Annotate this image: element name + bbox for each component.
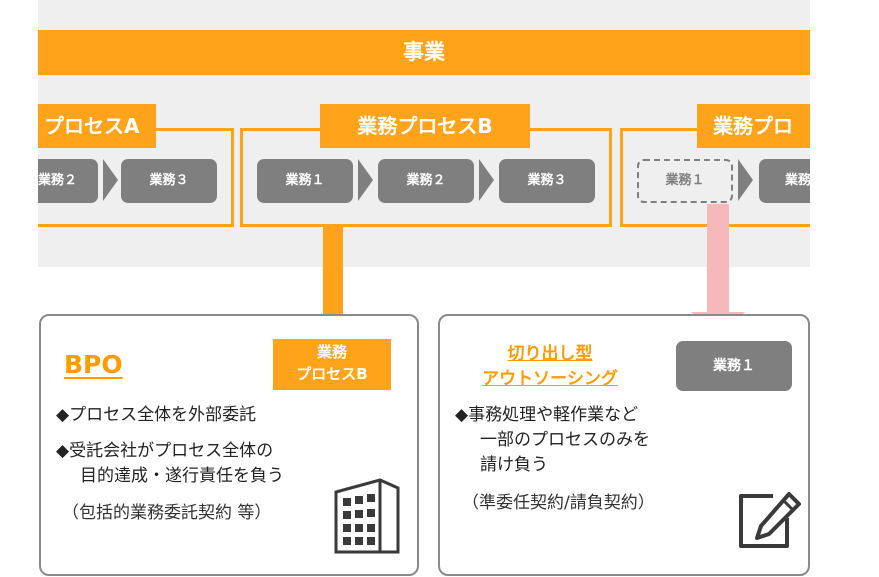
bpo-bullet-2-line-1: ◆受託会社がプロセス全体の — [56, 441, 274, 461]
bpo-title: BPO — [64, 350, 123, 379]
process-a-label: プロセスA — [38, 104, 156, 148]
outsourcing-task-1: 業務１ — [676, 341, 792, 391]
bpo-note: （包括的業務委託契約 等） — [62, 503, 272, 523]
bpo-bullet-1: ◆プロセス全体を外部委託 — [56, 405, 257, 425]
outsourcing-title: 切り出し型 アウトソーシング — [462, 342, 638, 392]
process-a-task-3: 業務３ — [121, 159, 217, 203]
outsourcing-bullet-line-2: 一部のプロセスのみを — [480, 430, 650, 450]
outsourcing-title-line-2: アウトソーシング — [482, 369, 618, 389]
bpo-bullet-2-line-2: 目的達成・遂行責任を負う — [80, 466, 284, 486]
bpo-tag-line2: プロセスB — [296, 365, 368, 383]
process-c-task-1: 業務１ — [637, 159, 733, 203]
process-c-label: 業務プロ — [697, 104, 810, 148]
process-b-label: 業務プロセスB — [320, 104, 530, 148]
edit-document-icon — [739, 492, 801, 548]
bpo-tag-line1: 業務 — [316, 343, 347, 361]
building-icon — [334, 478, 400, 554]
process-c-task-2: 業務 — [759, 159, 810, 203]
chevron-right-icon — [479, 159, 494, 201]
business-bar: 事業 — [38, 30, 810, 75]
chevron-right-icon — [358, 159, 373, 201]
process-b-task-1: 業務１ — [257, 159, 353, 203]
chevron-right-icon — [103, 159, 118, 201]
process-a-task-2: 業務２ — [38, 159, 98, 203]
outsourcing-note: （準委任契約/請負契約） — [462, 493, 655, 513]
chevron-right-icon — [738, 159, 753, 201]
outsourcing-bullet-line-3: 請け負う — [480, 455, 548, 475]
outsourcing-bullet-line-1: ◆事務処理や軽作業など — [455, 405, 639, 425]
process-b-task-2: 業務２ — [378, 159, 474, 203]
bpo-process-tag: 業務 プロセスB — [273, 339, 391, 390]
process-b-task-3: 業務３ — [499, 159, 595, 203]
outsourcing-title-line-1: 切り出し型 — [507, 344, 593, 364]
